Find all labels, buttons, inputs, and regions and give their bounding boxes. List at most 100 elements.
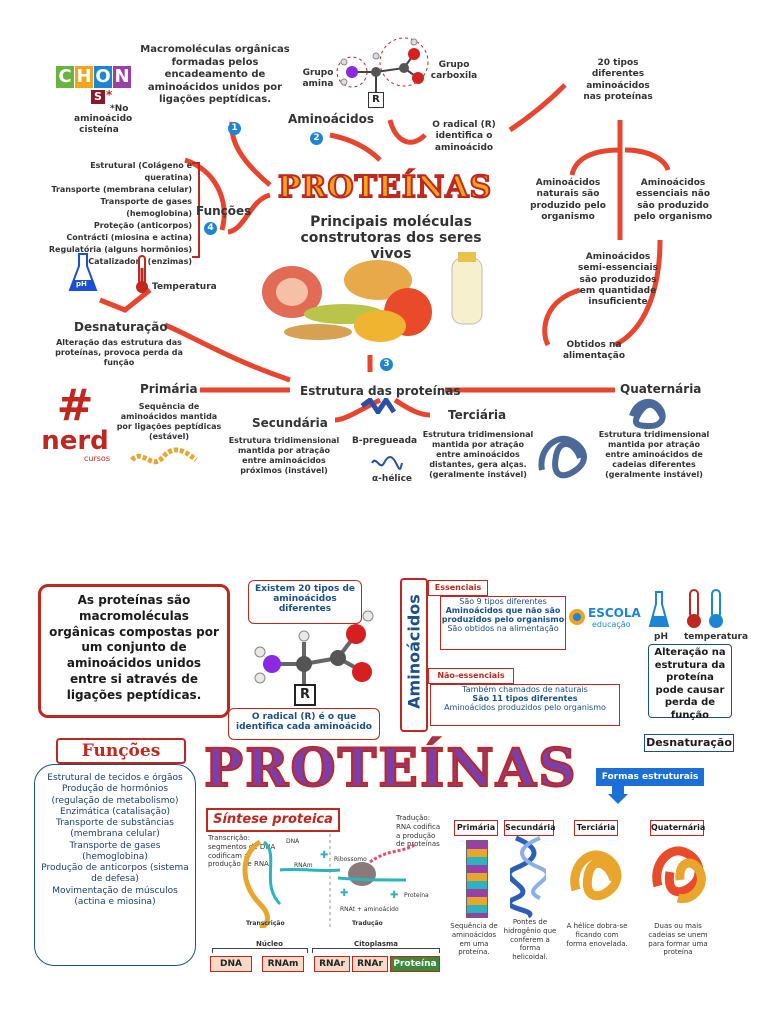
flow-dna: DNA [210,956,252,972]
thermometer-icon [136,255,148,293]
number-3-badge: 3 [380,358,393,371]
funcao-bottom-item: Transporte de gases (hemoglobina) [69,840,161,862]
chon-h: H [75,66,93,88]
escola-wordmark: ESCOLA [588,606,641,620]
nao-essenciais-line3: Aminoácidos produzidos pelo organismo [444,703,606,712]
ribossomo-label: Ribossomo [334,856,367,863]
rnam-small-label: RNAm [294,862,313,869]
intro-box: As proteínas são macromoléculas orgânica… [38,584,230,718]
semi-essenciais-text: Aminoácidos semi-essenciais são produzid… [578,252,658,307]
sulfur-star: * [106,88,113,102]
quaternary-fold-bottom-icon [652,846,706,904]
educacao-wordmark: educação [592,620,631,629]
aminoacidos-side-box: Aminoácidos [400,578,428,732]
r-group-label: R [372,94,380,105]
terciaria-heading-top: Terciária [448,408,507,422]
nerd-wordmark: nerd [41,426,109,456]
amino-acid-molecule-bottom-icon [254,610,374,686]
radical-box: O radical (R) é o que identifica cada am… [228,708,380,740]
desnaturacao-heading-top: Desnaturação [74,320,168,334]
essenciais-line3: São obtidos na alimentação [447,624,559,633]
escola-educacao-logo: ESCOLA educação [568,604,644,632]
nerd-hash-symbol: # [56,380,94,431]
essenciais-tab: Essenciais [428,580,488,596]
beta-label: B-pregueada [352,436,418,446]
alpha-label: α-hélice [372,474,413,484]
funcao-item: Regulatória (alguns hormônios) [48,245,192,254]
transcricao-label: Transcrição [246,920,285,927]
nao-essenciais-line1: Também chamados de naturais [462,685,588,694]
sintese-heading-box: Síntese proteica [206,808,340,832]
nucleo-label: Núcleo [256,940,283,948]
alteracao-box: Alteração na estrutura da proteína pode … [648,644,732,721]
flow-rnar-1: RNAr [314,956,350,972]
funcoes-bracket [192,162,200,258]
struct-text-secundaria: Pontes de hidrogênio que conferem a form… [503,918,557,961]
essenciais-box: São 9 tipos diferentes Aminoácidos que n… [440,596,566,650]
aminoacidos-vertical-label: Aminoácidos [404,594,424,709]
existem-text: Existem 20 tipos de aminoácidos diferent… [254,584,356,614]
beta-sheet-icon [360,398,397,414]
nerd-cursos-label: cursos [84,454,110,463]
naturais-text: Aminoácidos naturais são produzido pelo … [530,178,606,222]
funcao-bottom-item: Transporte de substâncias (membrana celu… [56,818,174,840]
funcao-bottom-item: Enzimática (catalisação) [60,806,170,817]
primary-chain-icon [130,447,198,465]
desnaturacao-box-bottom: Desnaturação [644,734,734,752]
aminoacidos-heading: Aminoácidos [288,112,374,126]
alteracao-text: Alteração na estrutura da proteína pode … [654,647,726,721]
funcao-item: Transporte de gases (hemoglobina) [100,197,192,218]
struct-tab-secundaria: Secundária [504,820,556,836]
terciaria-text-top: Estrutura tridimensional mantida por atr… [422,430,534,479]
formas-estruturais-label: Formas estruturais [601,772,699,782]
tertiary-fold-bottom-icon [570,850,622,901]
grupo-carboxila-label: Grupo carboxila [430,60,478,82]
quaternary-structure-icon [629,398,666,430]
nao-essenciais-line2: São 11 tipos diferentes [472,694,578,703]
ph-flask-bottom-icon [648,591,670,627]
r-group-label-bottom: R [299,687,310,702]
funcoes-heading-bottom: Funções [81,741,161,761]
traducao-label: Tradução [352,920,383,927]
funcoes-list-bottom: Estrutural de tecidos e órgãos Produção … [35,765,195,916]
temperatura-label-top: Temperatura [152,282,217,292]
estrutura-heading: Estrutura das proteínas [300,384,461,398]
primaria-heading-top: Primária [140,382,198,396]
grupo-amina-label: Grupo amina [302,68,334,90]
existem-box: Existem 20 tipos de aminoácidos diferent… [248,580,362,624]
protein-synthesis-diagram: ✚ ✚ ✚ [242,834,417,928]
ph-label-bottom: pH [654,632,668,642]
essenciais-text: Aminoácidos essenciais não são produzido… [633,178,713,222]
primaria-text-top: Sequência de aminoácidos mantida por lig… [116,402,222,441]
number-1-badge: 1 [228,122,241,135]
proteina-small-label: Proteína [404,892,429,899]
proteinas-subtitle-top: Principais moléculas construtoras dos se… [300,214,482,262]
macro-text: Macromoléculas orgânicas formadas pelos … [140,44,290,105]
quaternaria-text-top: Estrutura tridimensional mantida por atr… [598,430,710,479]
citoplasma-label: Citoplasma [354,940,399,948]
funcao-item: Proteção (anticorpos) [93,221,192,230]
struct-text-terciaria: A hélice dobra-se ficando com forma enov… [566,922,628,948]
funcoes-list-box: Estrutural de tecidos e órgãos Produção … [34,764,196,966]
funcao-bottom-item: Produção de anticorpos (sistema de defes… [41,863,189,885]
nao-essenciais-box: Também chamados de naturais São 11 tipos… [430,684,620,726]
svg-text:✚: ✚ [320,850,328,861]
funcao-bottom-item: Estrutural de tecidos e órgãos [47,773,183,783]
flow-rnar-2: RNAr [352,956,388,972]
radical-text: O radical (R) identifica o aminoácido [432,120,496,153]
essenciais-line2: Aminoácidos que não são produzidos pelo … [441,606,565,624]
tipos-20-text: 20 tipos diferentes aminoácidos nas prot… [583,58,653,102]
proteinas-title-top: PROTEÍNAS [277,169,493,206]
intro-text: As proteínas são macromoléculas orgânica… [49,593,219,702]
funcoes-heading-box: Funções [56,738,186,764]
number-2-badge: 2 [310,132,323,145]
alpha-helix-icon [371,456,403,470]
chon-c: C [56,66,74,88]
funcoes-heading-top: Funções [196,204,252,218]
desnaturacao-label-bottom: Desnaturação [646,736,732,749]
sulfur-note: aminoácido cisteína [74,114,133,136]
svg-text:✚: ✚ [390,890,398,901]
nao-essenciais-tab: Não-essenciais [428,668,514,684]
struct-tab-quaternaria: Quaternária [650,820,705,836]
